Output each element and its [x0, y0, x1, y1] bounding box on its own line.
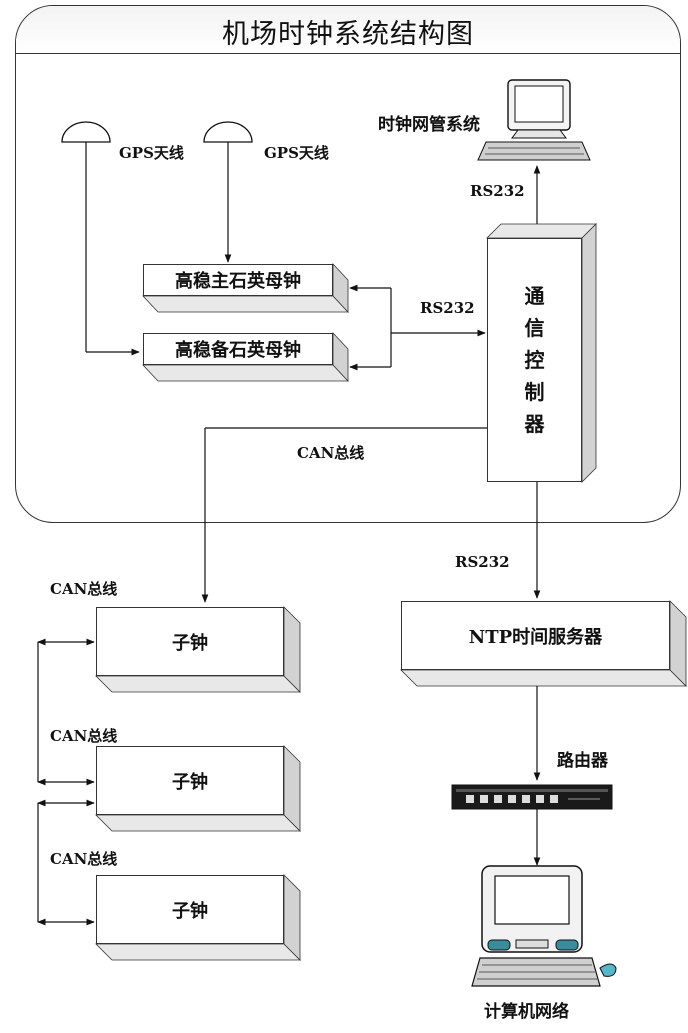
rs232-label: RS232	[470, 182, 525, 200]
can-bus-label: CAN总线	[50, 850, 118, 868]
gps-antenna-label: GPS天线	[119, 144, 184, 162]
controller-char: 控	[524, 348, 545, 372]
controller-char: 制	[524, 380, 545, 404]
controller-char: 信	[524, 316, 545, 340]
master-clock-backup: 高稳备石英母钟	[143, 333, 333, 365]
rs232-label: RS232	[420, 299, 475, 317]
gps-antenna-icon	[61, 121, 140, 356]
sub-clock: 子钟	[96, 746, 284, 815]
comm-controller: 通 信 控 制 器	[487, 238, 582, 482]
sub-clock: 子钟	[96, 875, 284, 944]
can-bus-label: CAN总线	[50, 727, 118, 745]
master-clock-primary: 高稳主石英母钟	[143, 264, 333, 296]
gps-antenna-label: GPS天线	[264, 144, 329, 162]
controller-char: 器	[524, 412, 545, 436]
can-bus-label: CAN总线	[297, 444, 365, 462]
router-icon	[451, 784, 613, 810]
ntp-server: NTP时间服务器	[401, 601, 670, 670]
rs232-label: RS232	[455, 553, 510, 571]
router-label: 路由器	[557, 751, 608, 771]
computer-network-label: 计算机网络	[484, 1002, 569, 1022]
sub-clock: 子钟	[96, 607, 284, 676]
frame-header: 机场时钟系统结构图	[16, 6, 680, 54]
computer-icon	[471, 865, 617, 987]
gps-antenna-icon	[203, 121, 253, 263]
management-computer-icon	[477, 79, 591, 161]
can-bus-label: CAN总线	[50, 580, 118, 598]
clock-management-label: 时钟网管系统	[378, 115, 480, 135]
controller-char: 通	[524, 284, 545, 308]
diagram-title: 机场时钟系统结构图	[222, 19, 474, 50]
